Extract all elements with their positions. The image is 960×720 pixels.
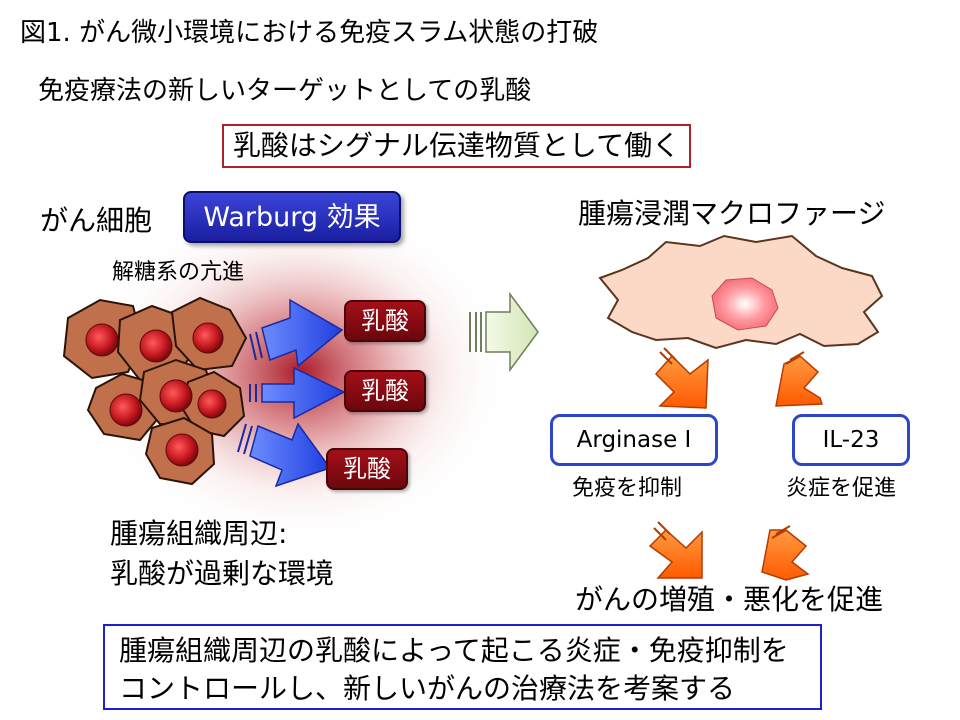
arginase-name: Arginase I bbox=[576, 426, 692, 453]
green-arrow bbox=[469, 291, 539, 373]
conclusion-line-1: 腫瘍組織周辺の乳酸によって起こる炎症・免疫抑制を bbox=[119, 634, 789, 667]
il23-box: IL-23 bbox=[792, 414, 910, 466]
signal-box: 乳酸はシグナル伝達物質として働く bbox=[222, 124, 691, 168]
cancer-cell-label: がん細胞 bbox=[40, 204, 153, 237]
arginase-effect: 免疫を抑制 bbox=[572, 476, 683, 501]
lactate-label: 乳酸 bbox=[361, 377, 409, 405]
cancer-cell-nuclei bbox=[85, 322, 227, 467]
conclusion-line-2: コントロールし、新しいがんの治療法を考案する bbox=[119, 672, 736, 705]
il23-effect: 炎症を促進 bbox=[786, 476, 897, 501]
arginase-box: Arginase I bbox=[550, 414, 718, 466]
orange-arrow-tails bbox=[653, 347, 805, 541]
lactate-label: 乳酸 bbox=[361, 307, 409, 335]
subtitle: 免疫療法の新しいターゲットとしての乳酸 bbox=[38, 76, 532, 106]
lactate-box-2: 乳酸 bbox=[344, 370, 426, 412]
macrophage-nucleus bbox=[711, 277, 779, 331]
environment-line-2: 乳酸が過剰な環境 bbox=[110, 557, 335, 590]
il23-name: IL-23 bbox=[822, 426, 880, 453]
tumor-environment-text: 腫瘍組織周辺: 乳酸が過剰な環境 bbox=[110, 514, 334, 594]
outcome-text: がんの増殖・悪化を促進 bbox=[575, 583, 884, 616]
figure-title: 図1. がん微小環境における免疫スラム状態の打破 bbox=[20, 18, 599, 48]
conclusion-box: 腫瘍組織周辺の乳酸によって起こる炎症・免疫抑制を コントロールし、新しいがんの治… bbox=[103, 624, 822, 710]
lactate-box-1: 乳酸 bbox=[344, 300, 426, 342]
warburg-effect-label: Warburg 効果 bbox=[203, 201, 381, 233]
orange-arrows bbox=[648, 354, 824, 581]
signal-box-text: 乳酸はシグナル伝達物質として働く bbox=[232, 129, 681, 162]
blue-arrows bbox=[249, 298, 346, 488]
lactate-box-3: 乳酸 bbox=[326, 448, 408, 490]
blue-arrow-tails bbox=[237, 331, 263, 455]
warburg-effect-box: Warburg 効果 bbox=[183, 191, 401, 243]
macrophage-label: 腫瘍浸潤マクロファージ bbox=[578, 197, 886, 230]
lactate-label: 乳酸 bbox=[343, 455, 391, 483]
environment-line-1: 腫瘍組織周辺: bbox=[110, 517, 288, 550]
glycolysis-label: 解糖系の亢進 bbox=[112, 260, 245, 285]
